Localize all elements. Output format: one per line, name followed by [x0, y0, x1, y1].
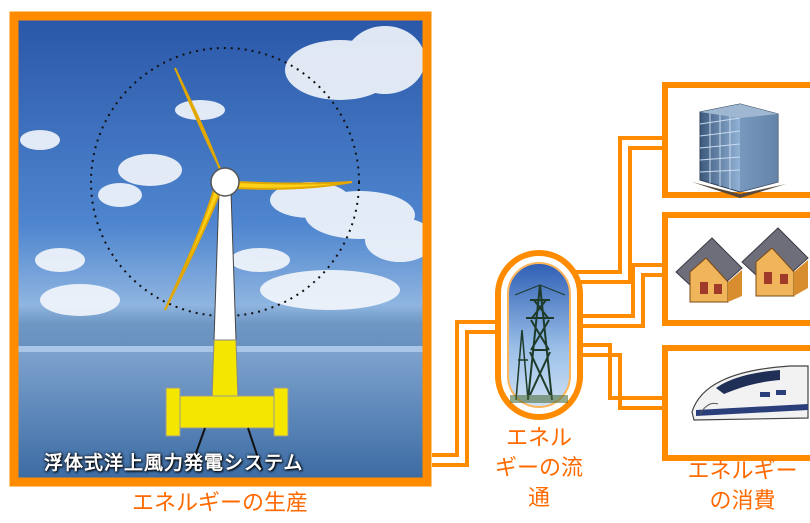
production-frame	[9, 11, 432, 487]
office-building-icon	[692, 103, 786, 198]
connector-lines	[432, 136, 665, 467]
consumption-caption-line1: エネルギー	[687, 459, 798, 484]
transmission-tower-icon	[514, 284, 566, 401]
connector-to-houses	[578, 263, 665, 318]
distribution-caption-line3: 通	[527, 486, 550, 511]
production-panel	[9, 11, 432, 487]
connector-production-to-distribution-2	[432, 330, 500, 467]
connector-to-office	[572, 136, 665, 274]
consumer-houses	[662, 212, 810, 326]
consumer-train	[662, 345, 810, 461]
consumption-caption-line2: の消費	[709, 489, 776, 514]
clouds	[20, 26, 427, 316]
mooring-lines	[189, 427, 263, 471]
distribution-node	[495, 250, 583, 420]
connector-production-to-distribution	[432, 320, 500, 457]
connector-to-train	[572, 343, 665, 400]
distribution-caption-line2: ギーの流	[494, 456, 583, 481]
bullet-train-icon	[691, 365, 809, 421]
wind-turbine-icon	[164, 67, 353, 471]
distribution-caption-line1: エネル	[505, 426, 572, 451]
connector-to-office-2	[572, 146, 665, 284]
production-caption: エネルギーの生産	[131, 491, 308, 516]
system-name-label: 浮体式洋上風力発電システム	[44, 452, 304, 474]
connector-to-train-2	[572, 353, 665, 410]
connector-to-houses-2	[578, 273, 665, 328]
consumer-office	[662, 82, 810, 198]
floating-base	[177, 395, 277, 429]
houses-icon	[675, 227, 809, 303]
